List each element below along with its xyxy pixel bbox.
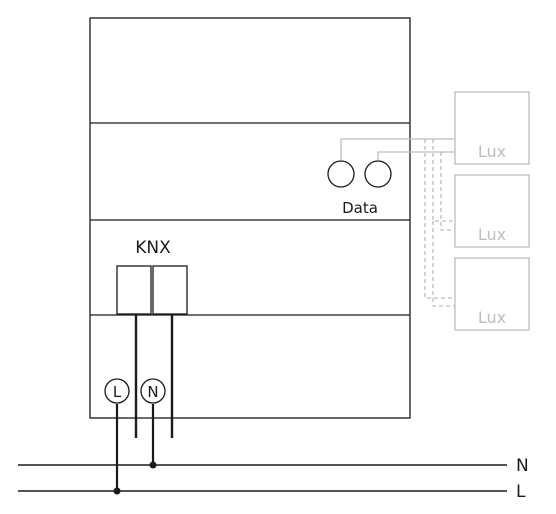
n-line-label: N bbox=[516, 456, 529, 476]
lux-sensor-3: Lux bbox=[454, 257, 530, 331]
data-label: Data bbox=[342, 199, 378, 217]
l-junction-dot bbox=[113, 487, 121, 495]
data-wire-2 bbox=[377, 151, 455, 160]
supply-wires bbox=[115, 404, 155, 491]
dashed-sensor-wires bbox=[424, 139, 455, 307]
device-body bbox=[89, 17, 411, 419]
knx-cables bbox=[134, 314, 174, 438]
l-line-label: L bbox=[516, 482, 526, 502]
lux-sensor-1: Lux bbox=[454, 91, 530, 165]
terminal-l-circle bbox=[104, 378, 130, 404]
terminal-l: L bbox=[104, 378, 130, 404]
mains-lines bbox=[18, 464, 507, 492]
dashed-wire-2 bbox=[432, 139, 455, 222]
data-wire-1 bbox=[340, 138, 455, 160]
terminal-l-label: L bbox=[113, 383, 122, 401]
lux-sensor-3-box bbox=[454, 257, 530, 331]
lux-sensor-2-label: Lux bbox=[478, 225, 506, 244]
lux-sensor-2-box bbox=[454, 174, 530, 248]
knx-terminal-left bbox=[116, 265, 152, 315]
data-connection-wires bbox=[340, 138, 455, 160]
lux-sensor-1-label: Lux bbox=[478, 142, 506, 161]
dashed-wire-3 bbox=[432, 221, 455, 307]
lux-sensor-1-box bbox=[454, 91, 530, 165]
device-housing bbox=[89, 17, 411, 419]
data-port-1 bbox=[327, 160, 355, 188]
dashed-wire-1 bbox=[424, 139, 455, 299]
n-junction-dot bbox=[149, 461, 157, 469]
terminal-n-label: N bbox=[147, 383, 158, 401]
terminal-n-circle bbox=[140, 378, 166, 404]
terminal-n: N bbox=[140, 378, 166, 404]
knx-terminal-block bbox=[116, 265, 188, 315]
data-ports bbox=[327, 160, 392, 188]
lux-sensor-2: Lux bbox=[454, 174, 530, 248]
dashed-wire-4 bbox=[440, 152, 455, 231]
lux-sensor-3-label: Lux bbox=[478, 308, 506, 327]
knx-terminal-right bbox=[152, 265, 188, 315]
data-port-2 bbox=[364, 160, 392, 188]
knx-label: KNX bbox=[135, 238, 171, 258]
